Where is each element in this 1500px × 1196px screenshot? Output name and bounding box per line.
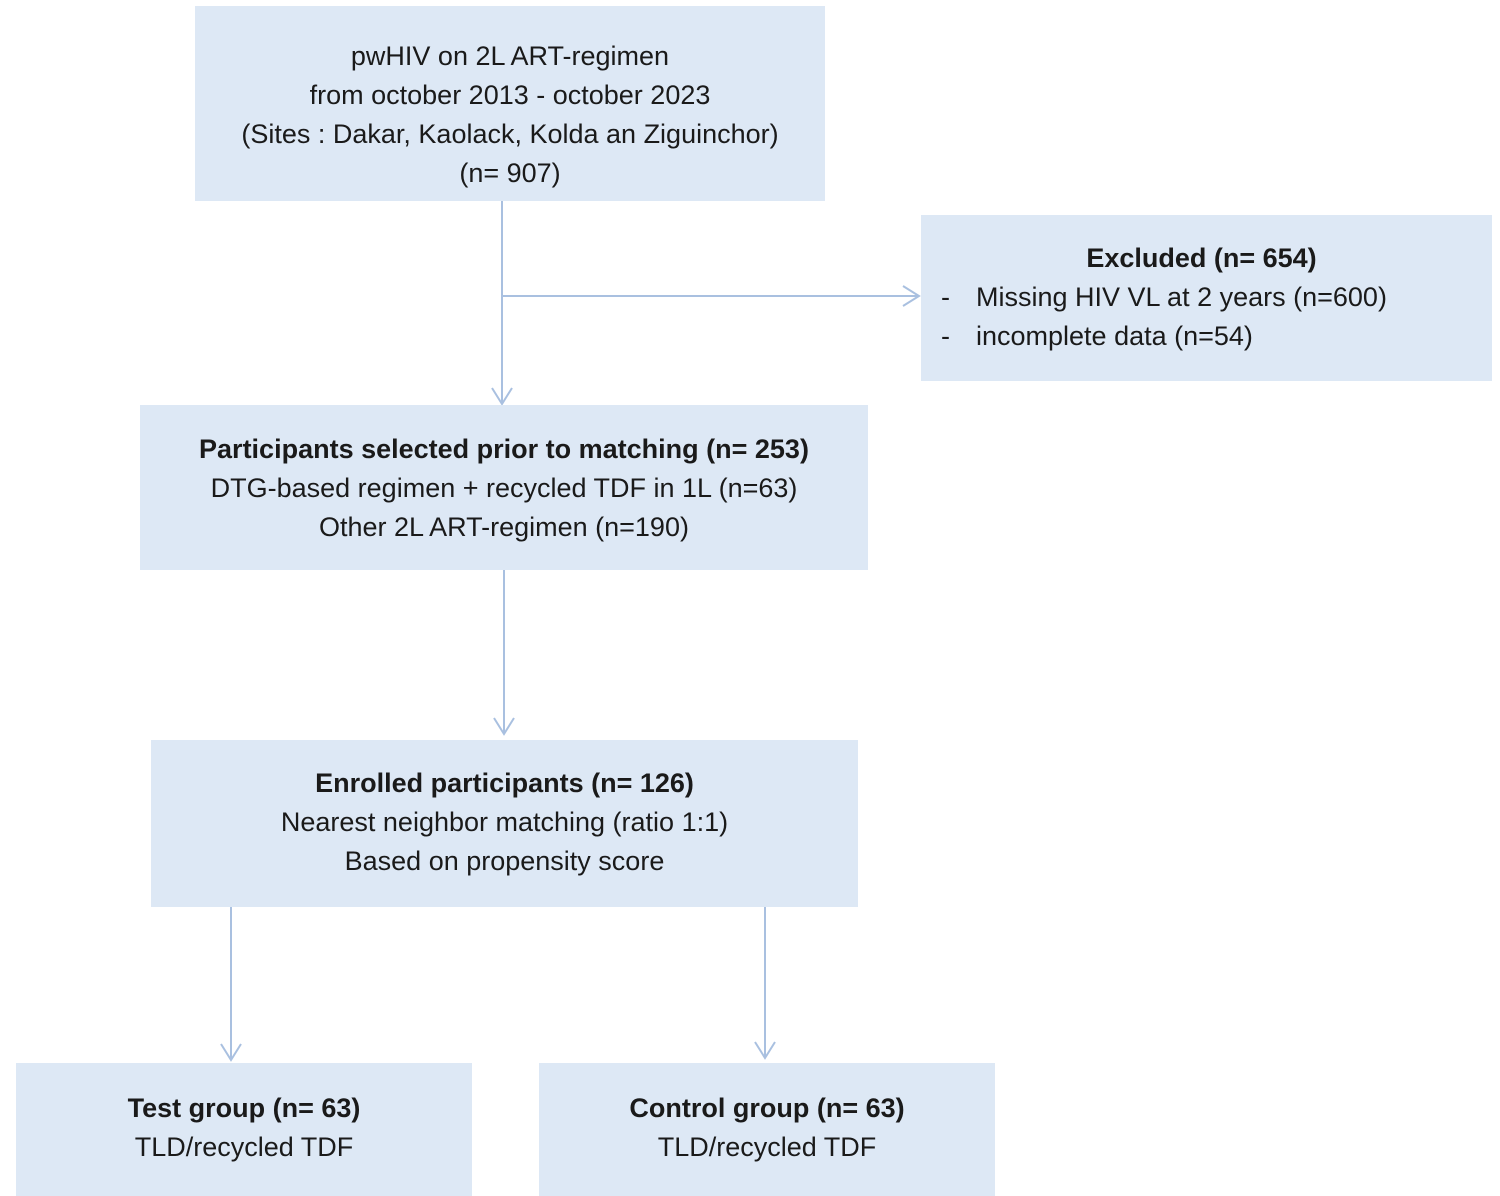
population-line: pwHIV on 2L ART-regimen [350, 41, 670, 71]
bullet-marker: - [941, 321, 950, 351]
population-line: from october 2013 - october 2023 [309, 80, 711, 110]
population-count: (n= 907) [459, 158, 561, 188]
arrowhead-test [220, 1043, 242, 1062]
enrolled-participants-box: Enrolled participants (n= 126) Nearest n… [151, 740, 858, 907]
selected-line: Other 2L ART-regimen (n=190) [319, 512, 689, 542]
control-group-box: Control group (n= 63) TLD/recycled TDF [539, 1063, 995, 1196]
arrowhead-enrolled [493, 717, 515, 736]
excluded-title: Excluded (n= 654) [1086, 243, 1317, 273]
enrolled-title: Enrolled participants (n= 126) [315, 768, 694, 798]
test-group-subtitle: TLD/recycled TDF [134, 1132, 354, 1162]
excluded-item-label: incomplete data (n=54) [976, 321, 1253, 351]
test-group-box: Test group (n= 63) TLD/recycled TDF [16, 1063, 472, 1196]
excluded-box: Excluded (n= 654) -Missing HIV VL at 2 y… [921, 215, 1492, 381]
selected-line: DTG-based regimen + recycled TDF in 1L (… [210, 473, 798, 503]
population-box: pwHIV on 2L ART-regimen from october 201… [195, 6, 825, 201]
excluded-item: -incomplete data (n=54) [921, 317, 1492, 356]
control-group-subtitle: TLD/recycled TDF [657, 1132, 877, 1162]
enrolled-line: Nearest neighbor matching (ratio 1:1) [280, 807, 729, 837]
enrolled-line: Based on propensity score [344, 846, 665, 876]
arrowhead-selected [491, 387, 513, 406]
arrowhead-excluded [902, 285, 921, 307]
arrowhead-control [754, 1041, 776, 1060]
bullet-marker: - [941, 282, 950, 312]
control-group-title: Control group (n= 63) [629, 1093, 905, 1123]
excluded-item: -Missing HIV VL at 2 years (n=600) [921, 278, 1492, 317]
selected-participants-box: Participants selected prior to matching … [140, 405, 868, 570]
selected-title: Participants selected prior to matching … [199, 434, 809, 464]
test-group-title: Test group (n= 63) [127, 1093, 361, 1123]
population-line: (Sites : Dakar, Kaolack, Kolda an Ziguin… [241, 119, 779, 149]
excluded-item-label: Missing HIV VL at 2 years (n=600) [976, 282, 1387, 312]
